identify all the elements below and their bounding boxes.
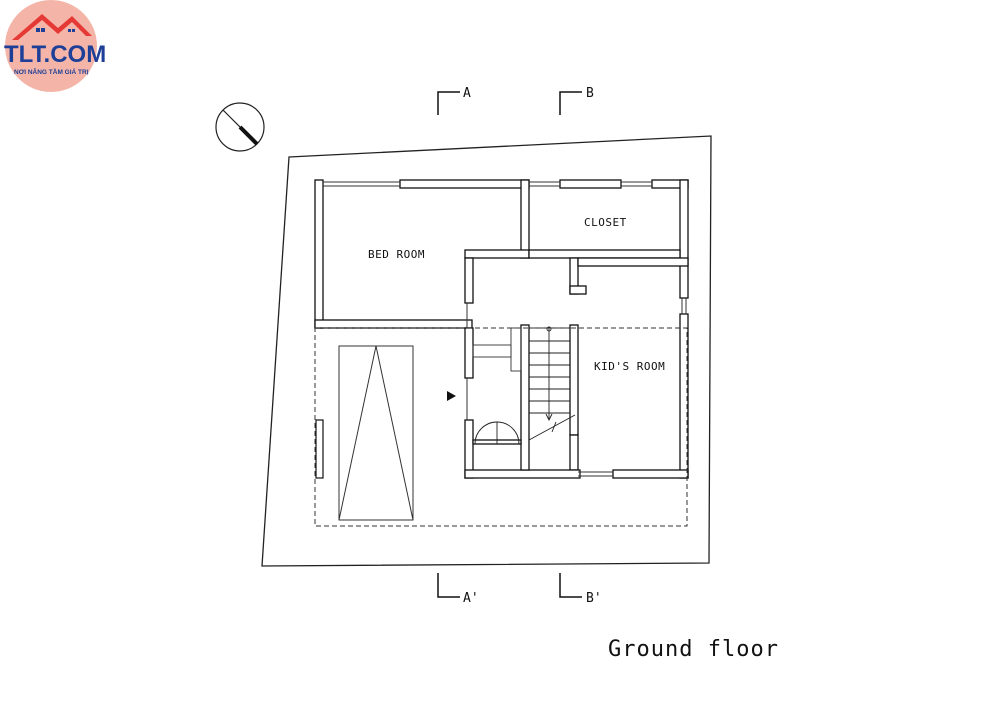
room-label-kids-room: KID'S ROOM <box>594 360 665 373</box>
section-label-b-prime: B' <box>586 591 602 606</box>
entrance-arrow-icon <box>447 391 456 401</box>
section-label-a-prime: A' <box>463 591 479 606</box>
tlt-logo: TLT.COM NƠI NÂNG TẦM GIÁ TRỊ <box>4 0 106 92</box>
section-marker-b: B <box>559 86 594 115</box>
section-label-b: B <box>586 86 594 101</box>
walls <box>314 179 689 479</box>
room-label-bedroom: BED ROOM <box>368 248 425 261</box>
section-marker-b-prime: B' <box>559 573 602 606</box>
site-boundary <box>261 135 712 567</box>
parking-area <box>314 327 688 527</box>
logo-roof-icon <box>12 14 92 40</box>
north-arrow-icon <box>215 102 265 152</box>
section-marker-a: A <box>437 86 471 115</box>
floor-caption: Ground floor <box>608 637 779 662</box>
logo-name: TLT.COM <box>4 41 106 68</box>
logo-tagline: NƠI NÂNG TẦM GIÁ TRỊ <box>14 66 89 76</box>
section-label-a: A <box>463 86 471 101</box>
windows <box>315 181 687 479</box>
cabinet <box>474 421 520 445</box>
section-marker-a-prime: A' <box>437 573 479 606</box>
room-label-closet: CLOSET <box>584 216 627 229</box>
